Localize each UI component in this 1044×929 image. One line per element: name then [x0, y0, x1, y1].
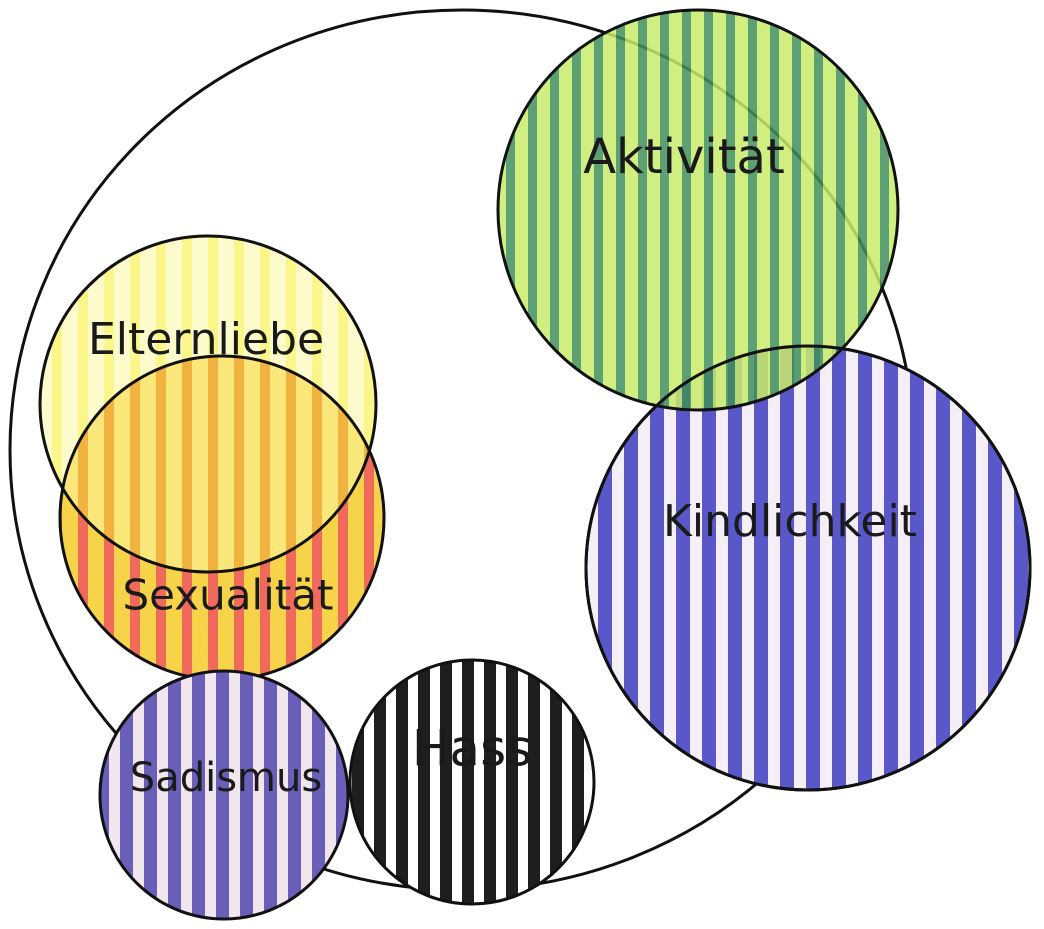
- label-kindlichkeit: Kindlichkeit: [663, 496, 917, 547]
- aktivitaet-disc: [496, 8, 900, 412]
- circle-hass: [348, 658, 596, 906]
- elternliebe-disc: [40, 236, 376, 572]
- circle-elternliebe: [40, 236, 376, 572]
- circle-kindlichkeit: [584, 344, 1032, 792]
- kindlichkeit-disc: [584, 344, 1032, 792]
- label-aktivitaet: Aktivität: [583, 129, 785, 185]
- label-hass: Hass: [412, 720, 532, 778]
- label-sexualitaet: Sexualität: [123, 571, 334, 620]
- circle-aktivitaet: [496, 8, 900, 412]
- elternliebe-outline: [38, 234, 378, 574]
- sadismus-disc: [98, 669, 350, 921]
- kindlichkeit-outline: [584, 344, 1032, 792]
- hass-disc: [348, 658, 596, 906]
- circle-sadismus: [98, 669, 350, 921]
- label-elternliebe: Elternliebe: [88, 314, 324, 365]
- label-sadismus: Sadismus: [130, 755, 322, 801]
